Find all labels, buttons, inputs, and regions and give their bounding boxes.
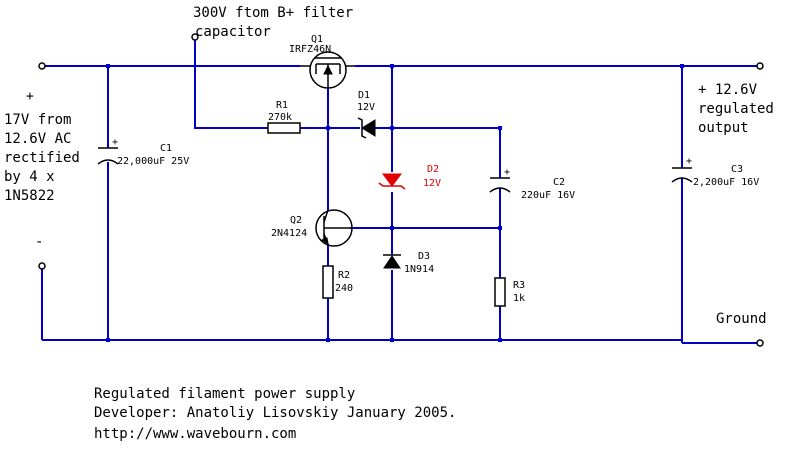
c1-capacitor-symbol: + <box>97 137 119 165</box>
r2-name-label: R2 <box>338 270 350 281</box>
input-label-line4: by 4 x <box>4 169 55 185</box>
c2-capacitor-symbol: + <box>489 167 511 193</box>
output-label-line1: + 12.6V <box>698 82 758 98</box>
input-label-line5: 1N5822 <box>4 188 55 204</box>
q1-mosfet-symbol <box>300 51 355 89</box>
b-plus-terminal <box>191 33 199 41</box>
r3-name-label: R3 <box>513 280 525 291</box>
d2-zener-symbol <box>378 173 406 190</box>
output-label-line2: regulated <box>698 101 774 117</box>
input-minus-terminal <box>38 262 46 270</box>
r2-resistor-symbol <box>322 265 334 299</box>
q2-name-label: Q2 <box>290 215 302 226</box>
caption-url[interactable]: http://www.wavebourn.com <box>94 426 296 442</box>
d2-value-label: 12V <box>423 178 441 189</box>
svg-text:+: + <box>112 137 118 148</box>
r1-resistor-symbol <box>267 122 301 134</box>
terminals <box>38 33 764 347</box>
input-label-line3: rectified <box>4 150 80 166</box>
d1-value-label: 12V <box>357 102 375 113</box>
d1-name-label: D1 <box>358 90 370 101</box>
d3-diode-symbol <box>383 254 401 269</box>
d3-part-label: 1N914 <box>404 264 434 275</box>
q1-name-label: Q1 <box>311 34 323 45</box>
c1-name-label: C1 <box>160 143 172 154</box>
caption-developer: Developer: Anatoliy Lisovskiy January 20… <box>94 405 456 421</box>
input-plus-terminal <box>38 62 46 70</box>
output-label-line3: output <box>698 120 749 136</box>
c3-name-label: C3 <box>731 164 743 175</box>
wires <box>41 40 758 344</box>
b-plus-label-line1: 300V ftom B+ filter <box>193 5 353 21</box>
ground-label: Ground <box>716 311 767 327</box>
junction-dots <box>106 64 684 342</box>
svg-text:+: + <box>686 156 692 167</box>
q2-part-label: 2N4124 <box>271 228 307 239</box>
b-plus-label-line2: capacitor <box>195 24 271 40</box>
c3-capacitor-symbol: + <box>671 156 693 183</box>
r1-name-label: R1 <box>276 100 288 111</box>
q1-part-label: IRFZ46N <box>289 44 331 55</box>
d1-zener-symbol <box>357 117 376 139</box>
output-plus-terminal <box>756 62 764 70</box>
output-ground-terminal <box>756 339 764 347</box>
d2-name-label: D2 <box>427 164 439 175</box>
c2-value-label: 220uF 16V <box>521 190 575 201</box>
caption-title: Regulated filament power supply <box>94 386 355 402</box>
d3-name-label: D3 <box>418 251 430 262</box>
q2-transistor-symbol <box>315 209 353 247</box>
c1-value-label: 22,000uF 25V <box>117 156 189 167</box>
input-minus-sign: - <box>35 234 43 250</box>
r3-resistor-symbol <box>494 277 506 307</box>
c2-name-label: C2 <box>553 177 565 188</box>
input-label-line2: 12.6V AC <box>4 131 71 147</box>
r1-value-label: 270k <box>268 112 292 123</box>
c3-value-label: 2,200uF 16V <box>693 177 759 188</box>
svg-text:+: + <box>504 167 510 178</box>
r2-value-label: 240 <box>335 283 353 294</box>
input-plus-sign: + <box>26 89 34 104</box>
r3-value-label: 1k <box>513 293 525 304</box>
input-label-line1: 17V from <box>4 112 71 128</box>
